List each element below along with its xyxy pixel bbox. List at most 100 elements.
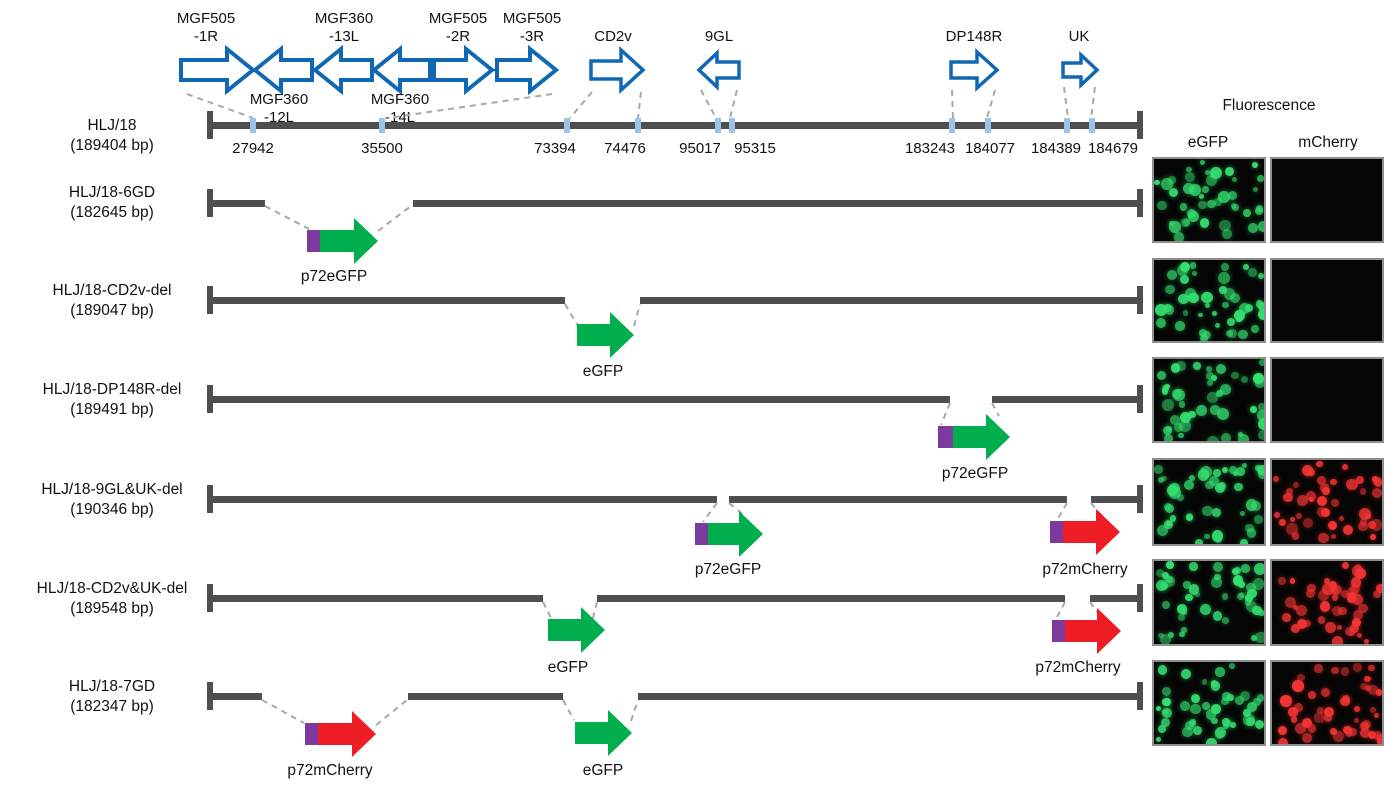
gene-arrow-mgf505-1r [179, 44, 257, 96]
insert-label: p72mCherry [1035, 659, 1121, 676]
genome-bar [210, 200, 265, 207]
position-label: 73394 [534, 140, 576, 157]
insert-label: p72mCherry [287, 762, 373, 779]
gene-label: -1R [194, 28, 218, 45]
gene-arrow-uk [1061, 50, 1100, 90]
genome-bar [1091, 496, 1143, 503]
genome-end-cap [1137, 189, 1143, 217]
genome-end-cap [1137, 485, 1143, 513]
strain-name: HLJ/18-DP148R-del [43, 381, 182, 398]
gene-label: MGF505 [429, 10, 487, 27]
gene-label: -2R [446, 28, 470, 45]
p72-promoter-box [695, 523, 708, 545]
insert-dashes [542, 601, 1101, 623]
position-label: 95315 [734, 140, 776, 157]
insert-label: p72eGFP [695, 561, 761, 578]
insert-dashes [264, 205, 412, 232]
position-label: 184077 [965, 140, 1015, 157]
strain-name: HLJ/18-6GD [69, 184, 155, 201]
genome-end-cap [1137, 385, 1143, 413]
gene-arrow-mgf360-12l [251, 44, 314, 96]
fluor-panel-dp148rdel-mcherry [1270, 357, 1384, 443]
gene-label: -14L [385, 109, 415, 126]
fluorescence-headers: Fluorescence eGFP mCherry [1188, 97, 1358, 151]
gene-labels: MGF505 -1R MGF360 -13L MGF505 -2R MGF505… [177, 10, 1090, 126]
fluor-panel-dp148rdel-egfp [1152, 357, 1266, 443]
mcherry-arrow [318, 711, 376, 757]
insert-dashes [564, 303, 641, 327]
strain-row-cd2v-uk-del: HLJ/18-CD2v&UK-del (189548 bp) eGFP p72m… [37, 580, 1143, 676]
strain-size: (182645 bp) [70, 204, 154, 221]
insert-label: eGFP [548, 659, 588, 676]
strain-name: HLJ/18 [87, 117, 136, 134]
strain-size: (189491 bp) [70, 401, 154, 418]
strain-size: (189548 bp) [70, 600, 154, 617]
egfp-arrow [320, 218, 378, 264]
genome-bar [1090, 595, 1143, 602]
strain-size: (190346 bp) [70, 501, 154, 518]
gene-label: -13L [329, 28, 359, 45]
mcherry-arrow [1065, 608, 1121, 654]
gene-leader-dashes [186, 86, 1096, 119]
gene-label: 9GL [705, 28, 733, 45]
gene-label: MGF505 [503, 10, 561, 27]
strain-row-cd2v-del: HLJ/18-CD2v-del (189047 bp) eGFP [53, 282, 1143, 380]
fluor-panel-6gd-egfp [1152, 157, 1266, 243]
insert-label: p72eGFP [301, 268, 367, 285]
genome-bar [210, 396, 950, 403]
gene-label: -3R [520, 28, 544, 45]
strain-name: HLJ/18-CD2v&UK-del [37, 580, 188, 597]
fluor-panel-cd2vdel-mcherry [1270, 258, 1384, 343]
genome-bar [729, 496, 1067, 503]
genome-end-cap [1137, 584, 1143, 612]
p72-promoter-box [1050, 521, 1063, 543]
strain-size: (189404 bp) [70, 137, 154, 154]
genome-bar [638, 693, 1143, 700]
position-label: 95017 [679, 140, 721, 157]
genome-bar [210, 595, 543, 602]
mcherry-column-header: mCherry [1298, 134, 1358, 151]
egfp-arrow [577, 312, 634, 358]
genome-bar [992, 396, 1143, 403]
strain-name: HLJ/18-9GL&UK-del [41, 481, 182, 498]
strain-name: HLJ/18-CD2v-del [53, 282, 172, 299]
fluorescence-title: Fluorescence [1222, 97, 1315, 114]
strain-row-hlj18: HLJ/18 (189404 bp) 27942 35500 73394 744… [70, 111, 1143, 157]
gene-label: -12L [264, 109, 294, 126]
gene-label: CD2v [594, 28, 632, 45]
gene-label: MGF360 [315, 10, 373, 27]
genome-bar [408, 693, 563, 700]
position-labels: 27942 35500 73394 74476 95017 95315 1832… [232, 140, 1138, 157]
gene-cluster [179, 44, 1100, 96]
gene-label: MGF505 [177, 10, 235, 27]
p72-promoter-box [307, 230, 320, 252]
fluor-panel-cd2vuk-egfp [1152, 559, 1266, 646]
genome-bar [210, 122, 1143, 129]
position-label: 184679 [1088, 140, 1138, 157]
p72-promoter-box [938, 426, 953, 448]
genome-bar [413, 200, 1143, 207]
fluor-panel-7gd-mcherry [1270, 660, 1384, 746]
genome-bar [597, 595, 1065, 602]
strain-name: HLJ/18-7GD [69, 678, 155, 695]
strain-size: (189047 bp) [70, 302, 154, 319]
mcherry-arrow [1063, 509, 1120, 555]
genome-end-cap [1137, 286, 1143, 314]
insert-label: p72mCherry [1042, 561, 1128, 578]
gene-label: MGF360 [371, 91, 429, 108]
position-label: 74476 [604, 140, 646, 157]
strain-row-dp148r-del: HLJ/18-DP148R-del (189491 bp) p72eGFP [43, 381, 1143, 482]
fluor-panel-cd2vdel-egfp [1152, 258, 1266, 343]
fluor-panel-9gluk-egfp [1152, 458, 1266, 546]
gene-arrow-9gl [696, 48, 741, 92]
genome-bar [210, 693, 262, 700]
gene-arrow-mgf360-14l [370, 44, 432, 96]
strain-size: (182347 bp) [70, 698, 154, 715]
egfp-arrow [575, 710, 632, 756]
genome-bar [210, 496, 717, 503]
fluor-panel-9gluk-mcherry [1270, 458, 1384, 546]
insert-label: p72eGFP [942, 465, 1008, 482]
position-label: 184389 [1031, 140, 1081, 157]
egfp-arrow [548, 607, 605, 653]
